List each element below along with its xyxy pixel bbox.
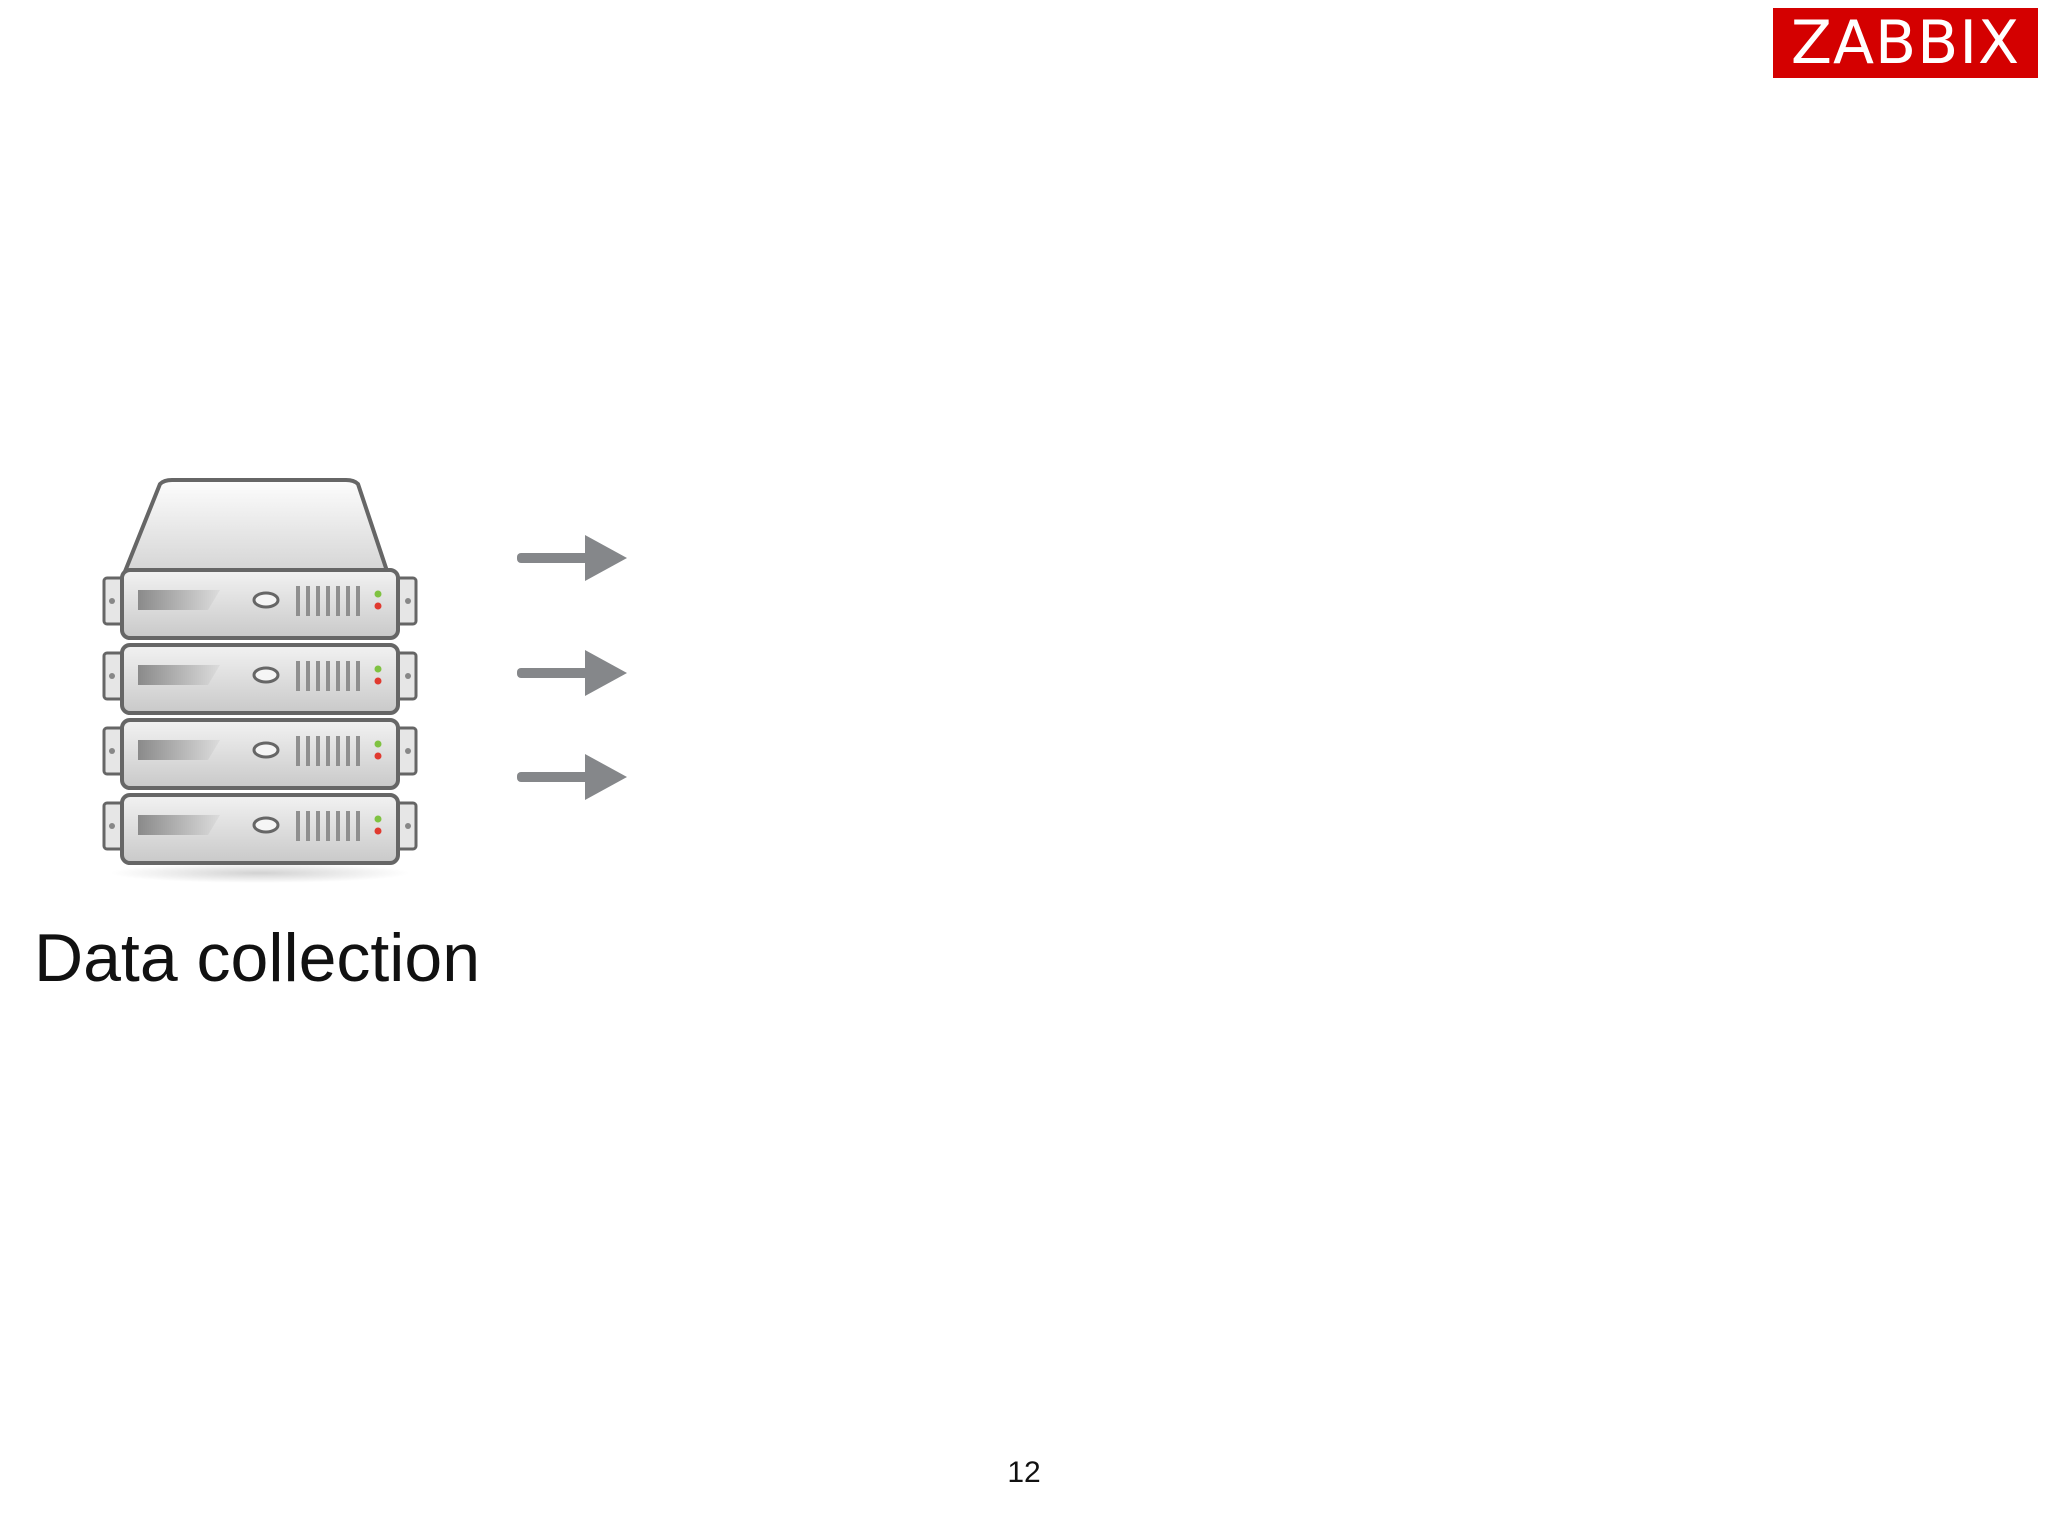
diagram-caption: Data collection — [34, 920, 481, 996]
page-number: 12 — [1007, 1456, 1041, 1489]
arrow-right-icon — [515, 752, 630, 802]
logo-text: ZABBIX — [1790, 8, 2021, 78]
zabbix-logo: ZABBIX — [1773, 8, 2038, 78]
arrow-right-icon — [515, 533, 630, 583]
server-unit — [102, 718, 418, 790]
server-unit — [102, 568, 418, 640]
server-unit — [102, 643, 418, 715]
arrow-right-icon — [515, 648, 630, 698]
server-rack-icon — [100, 478, 420, 883]
server-unit — [102, 793, 418, 865]
